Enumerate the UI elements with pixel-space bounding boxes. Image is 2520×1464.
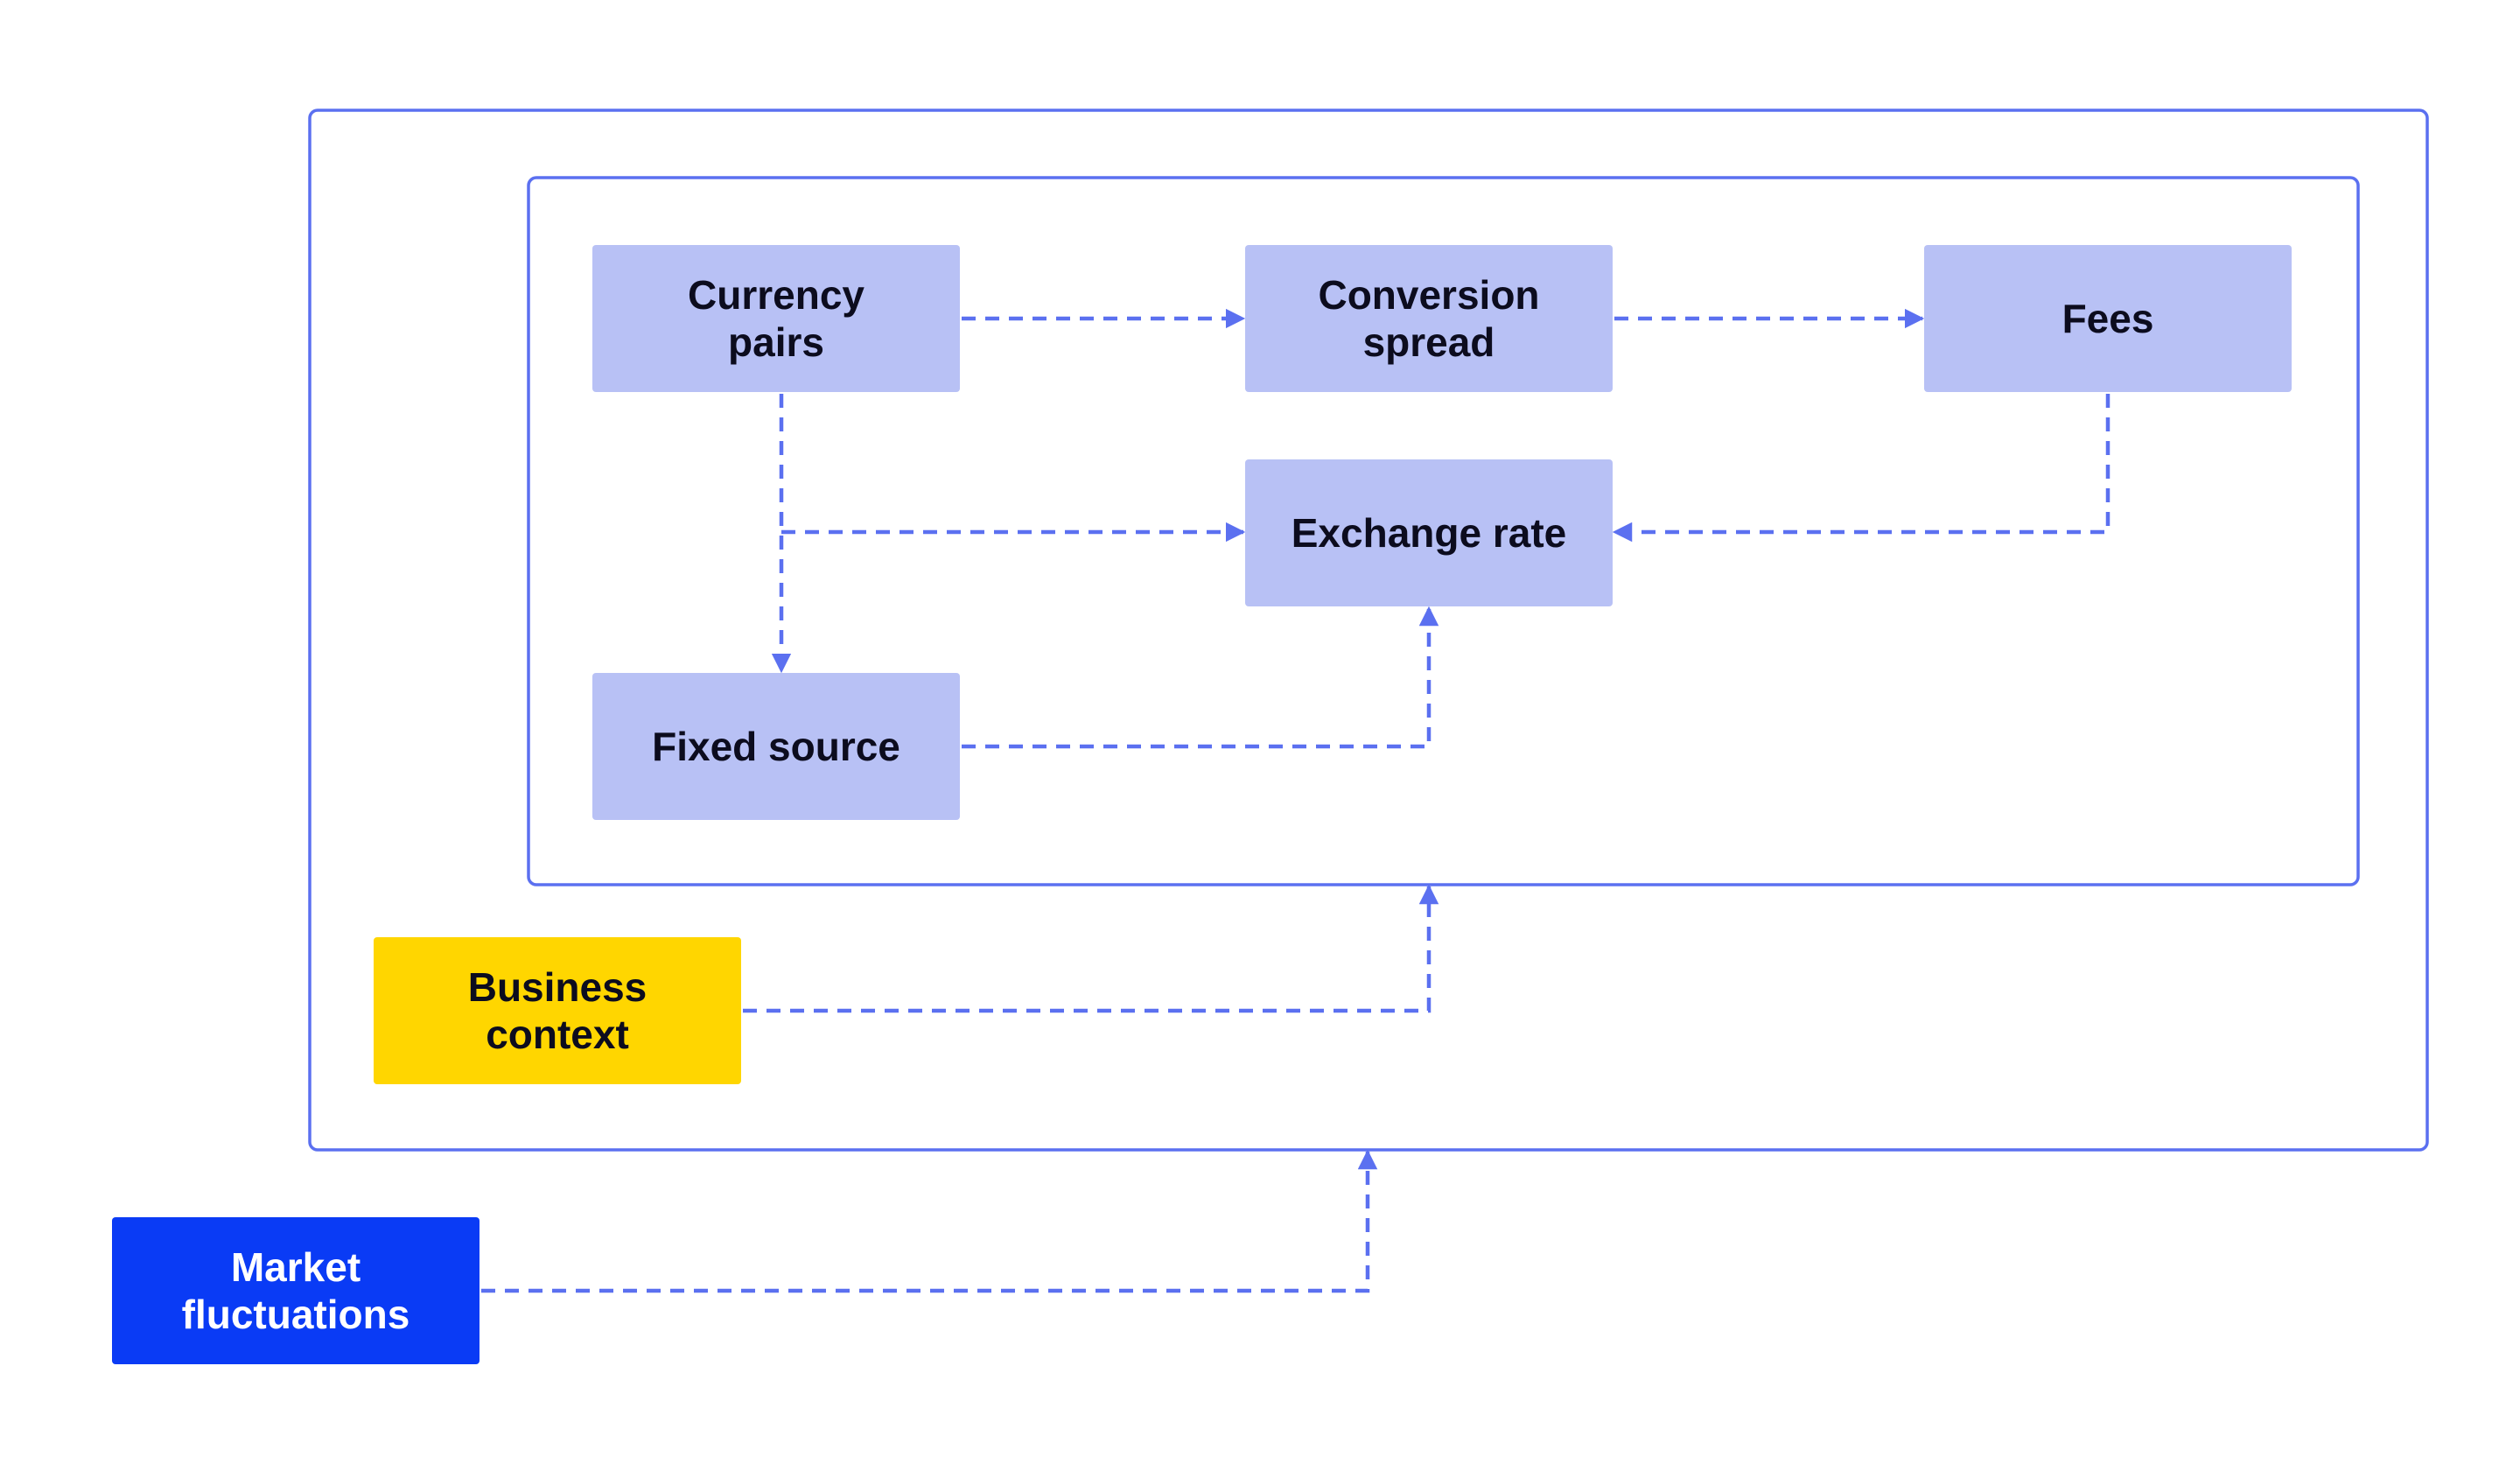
node-box-market-fluctuations bbox=[112, 1217, 480, 1364]
node-label-conversion-spread: Conversion bbox=[1318, 272, 1539, 318]
edge-fees-to-exchange-rate bbox=[1612, 394, 2110, 543]
node-label-business-context: Business bbox=[468, 964, 648, 1010]
node-fees: Fees bbox=[1924, 245, 2292, 392]
edges-layer bbox=[481, 308, 2110, 1293]
node-box-currency-pairs bbox=[592, 245, 960, 392]
node-exchange-rate: Exchange rate bbox=[1245, 459, 1613, 606]
node-fixed-source: Fixed source bbox=[592, 673, 960, 820]
node-box-conversion-spread bbox=[1245, 245, 1613, 392]
node-box-exchange-rate bbox=[1245, 459, 1613, 606]
node-label-fees: Fees bbox=[2062, 296, 2154, 341]
node-label-currency-pairs: Currency bbox=[688, 272, 864, 318]
node-label-market-fluctuations: fluctuations bbox=[182, 1292, 410, 1337]
node-label-exchange-rate: Exchange rate bbox=[1292, 510, 1566, 556]
node-label-business-context: context bbox=[486, 1012, 629, 1057]
node-label-fixed-source: Fixed source bbox=[652, 724, 900, 769]
node-box-fixed-source bbox=[592, 673, 960, 820]
node-label-conversion-spread: spread bbox=[1363, 319, 1495, 365]
edge-fixed-source-to-exchange-rate bbox=[962, 606, 1439, 749]
node-label-currency-pairs: pairs bbox=[728, 319, 824, 365]
node-box-fees bbox=[1924, 245, 2292, 392]
edge-market-fluctuations-to-outer-frame bbox=[481, 1149, 1378, 1293]
node-box-business-context bbox=[374, 937, 741, 1084]
inner-frame bbox=[527, 176, 2360, 886]
node-label-market-fluctuations: Market bbox=[231, 1244, 360, 1290]
edge-business-context-to-inner-frame bbox=[743, 884, 1439, 1013]
